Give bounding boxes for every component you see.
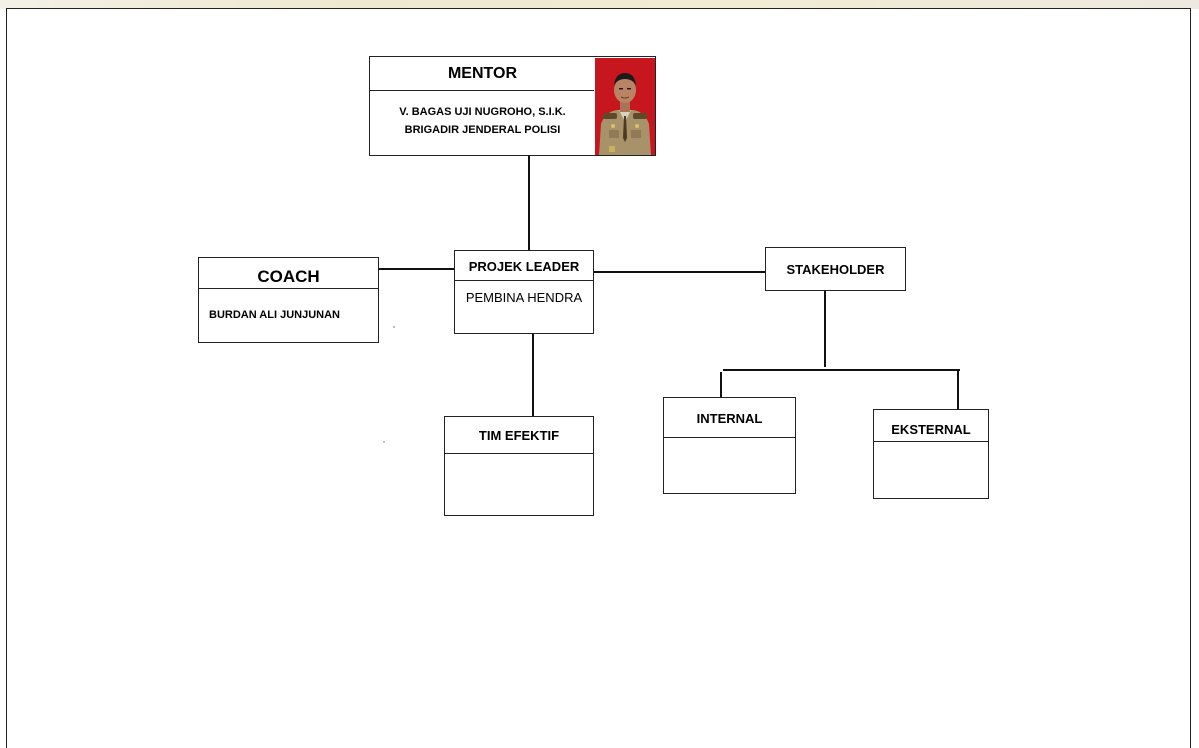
external-title: EKSTERNAL	[891, 422, 971, 437]
mentor-name: V. BAGAS UJI NUGROHO, S.I.K.	[399, 106, 566, 118]
leader-name: PEMBINA HENDRA	[465, 290, 583, 305]
top-banner-strip	[0, 0, 1199, 9]
mentor-photo	[595, 58, 655, 155]
connector-stakeholder-branch	[723, 369, 960, 371]
leader-divider	[455, 280, 593, 281]
team-title: TIM EFEKTIF	[478, 428, 560, 443]
mentor-title: MENTOR	[447, 65, 518, 82]
stakeholder-title: STAKEHOLDER	[786, 262, 885, 277]
stray-mark	[393, 326, 395, 328]
connector-mentor-leader	[528, 154, 530, 251]
diagram-frame	[6, 8, 1191, 748]
connector-stakeholder-down	[824, 290, 826, 367]
coach-box: COACH BURDAN ALI JUNJUNAN	[198, 257, 379, 343]
internal-divider	[664, 437, 795, 438]
connector-leader-stakeholder	[593, 271, 766, 273]
stakeholder-box: STAKEHOLDER	[765, 247, 906, 291]
coach-divider	[199, 288, 378, 289]
team-box: TIM EFEKTIF	[444, 416, 594, 516]
mentor-divider	[370, 90, 594, 91]
connector-leader-team	[532, 333, 534, 416]
internal-title: INTERNAL	[696, 411, 763, 426]
stray-mark	[383, 441, 385, 443]
connector-branch-external	[957, 371, 959, 410]
connector-branch-internal	[720, 372, 722, 398]
coach-title: COACH	[257, 267, 320, 286]
mentor-rank: BRIGADIR JENDERAL POLISI	[404, 124, 561, 136]
team-divider	[445, 453, 593, 454]
connector-coach-leader	[378, 268, 455, 270]
external-divider	[874, 441, 988, 442]
leader-title: PROJEK LEADER	[468, 259, 580, 274]
coach-name: BURDAN ALI JUNJUNAN	[209, 309, 340, 321]
internal-box: INTERNAL	[663, 397, 796, 494]
leader-box: PROJEK LEADER PEMBINA HENDRA	[454, 250, 594, 334]
external-box: EKSTERNAL	[873, 409, 989, 499]
officer-portrait-icon	[595, 58, 655, 155]
